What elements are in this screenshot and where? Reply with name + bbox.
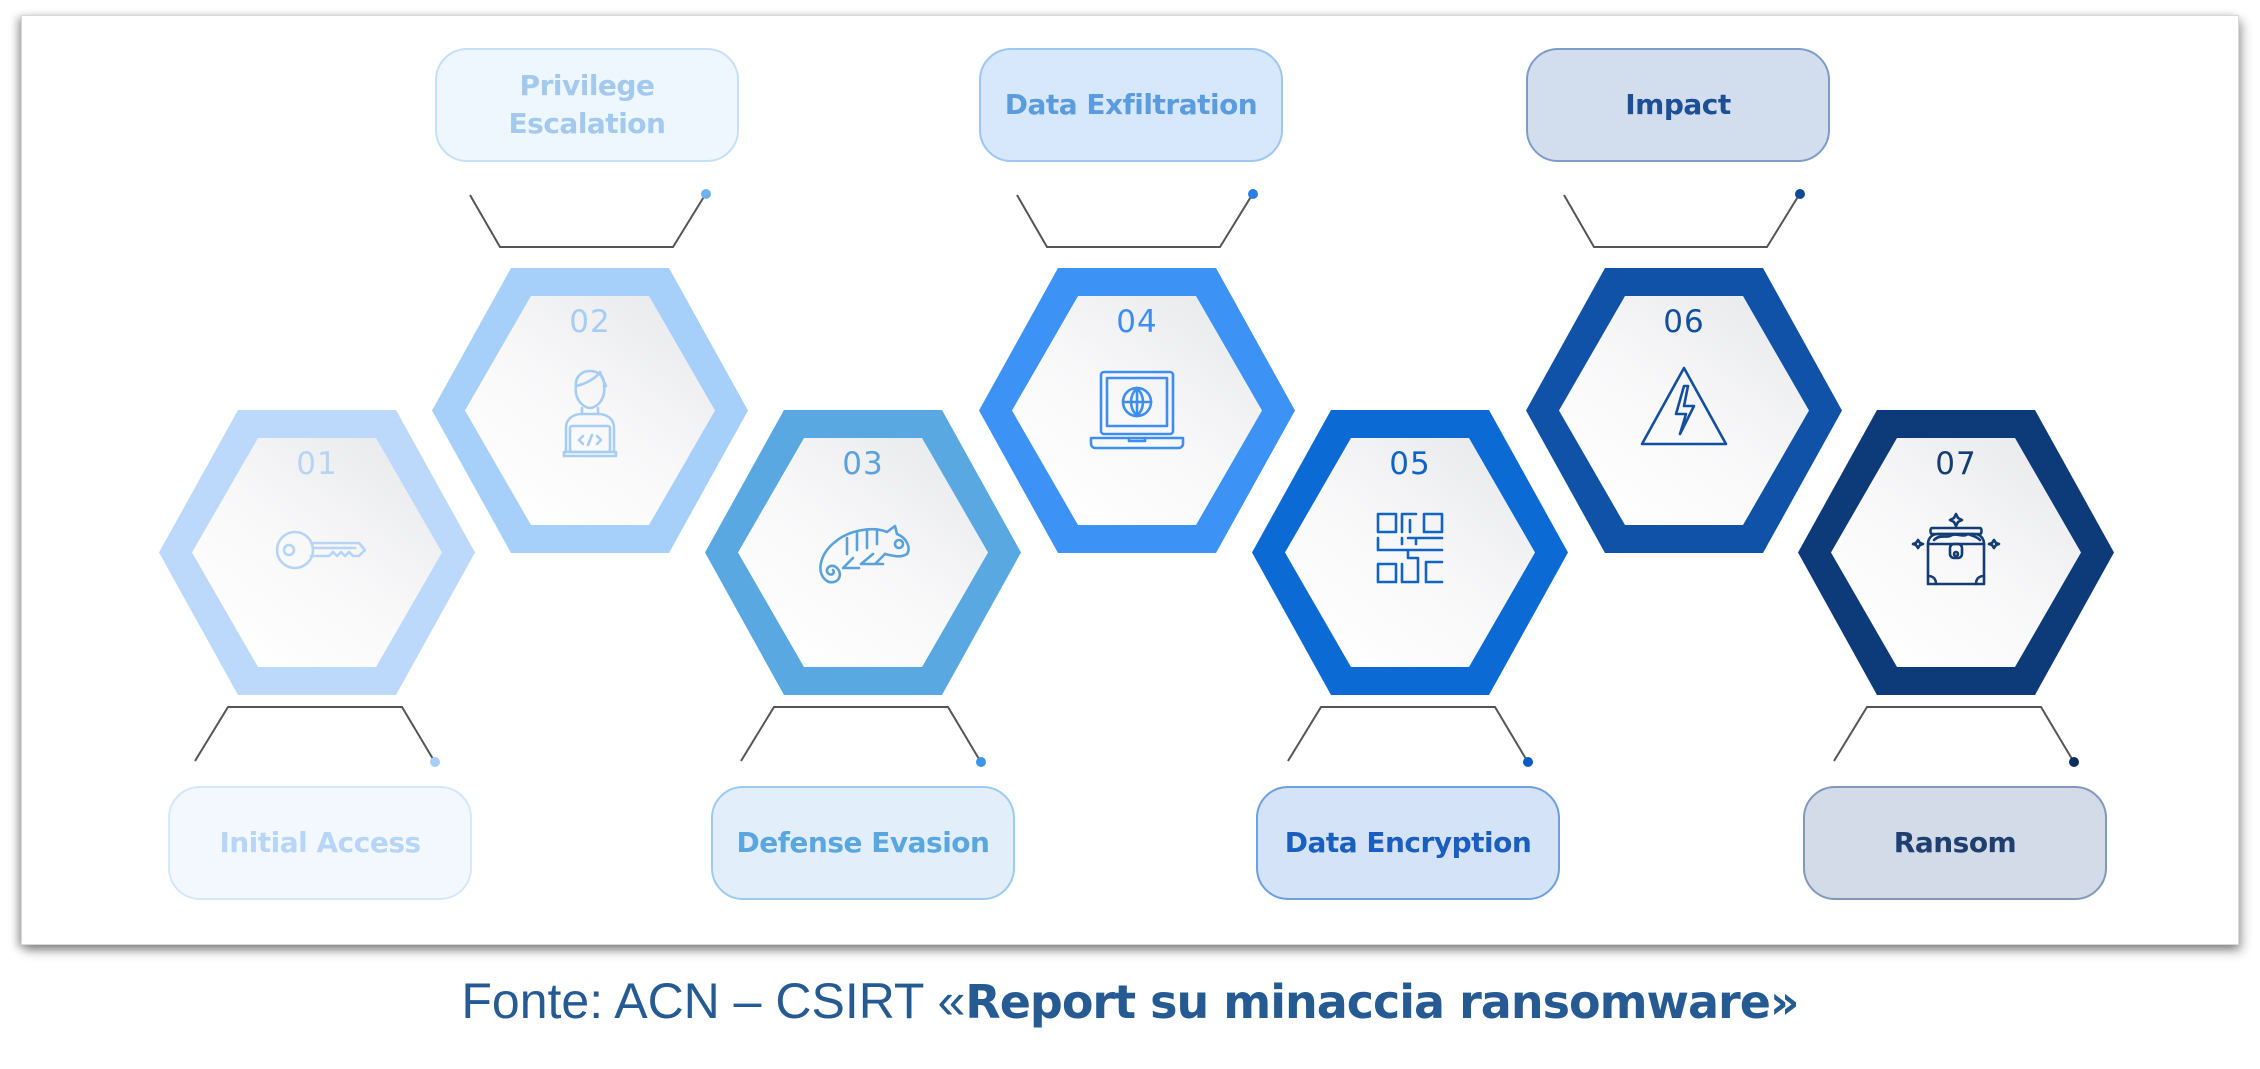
- step-number: 04: [1116, 304, 1158, 340]
- step-hexagon-01: 01: [159, 410, 475, 695]
- connector-dot: [701, 189, 711, 199]
- connector-dot: [2069, 757, 2079, 767]
- step-hexagon-03: 03: [705, 410, 1021, 695]
- connector-line-06: [1563, 189, 1805, 248]
- step-number: 01: [296, 446, 338, 482]
- step-hexagon-07: 07: [1798, 410, 2114, 695]
- hexagon-shape: [159, 410, 475, 695]
- chameleon-icon: [819, 524, 910, 584]
- hexagon-shape: [1526, 268, 1842, 553]
- caption-report-title: Report su minaccia ransomware»: [965, 975, 1799, 1029]
- step-number: 05: [1389, 446, 1431, 482]
- step-label: Data Encryption: [1284, 826, 1532, 859]
- connector-dot: [430, 757, 440, 767]
- source-caption: Fonte: ACN – CSIRT «Report su minaccia r…: [0, 968, 2260, 1035]
- step-number: 07: [1935, 446, 1977, 482]
- step-hexagon-02: 02: [432, 268, 748, 553]
- connector-path: [740, 706, 980, 762]
- step-label-box-03: Defense Evasion: [711, 786, 1015, 900]
- step-number: 06: [1663, 304, 1705, 340]
- caption-prefix: Fonte: ACN – CSIRT «: [461, 973, 966, 1029]
- hexagon-shape: [1252, 410, 1568, 695]
- connector-line-01: [194, 706, 440, 767]
- step-label-box-06: Impact: [1526, 48, 1830, 162]
- step-label: Impact: [1625, 88, 1731, 121]
- high-voltage-icon: [1640, 366, 1728, 446]
- treasure-chest-icon: [1911, 512, 2001, 586]
- step-hexagon-06: 06: [1526, 268, 1842, 553]
- connector-path: [1016, 194, 1253, 248]
- step-number: 03: [842, 446, 884, 482]
- connector-path: [194, 706, 434, 762]
- connector-dot: [1523, 757, 1533, 767]
- step-label: Defense Evasion: [736, 826, 990, 859]
- laptop-globe-icon: [1089, 370, 1185, 450]
- step-number: 02: [569, 304, 611, 340]
- connector-line-04: [1016, 189, 1258, 248]
- connector-path: [1287, 706, 1527, 762]
- connector-path: [469, 194, 706, 248]
- step-label-box-07: Ransom: [1803, 786, 2107, 900]
- connector-dot: [1795, 189, 1805, 199]
- hexagon-shape: [432, 268, 748, 553]
- connector-dot: [1248, 189, 1258, 199]
- step-label: Initial Access: [219, 826, 421, 859]
- key-icon: [275, 530, 367, 570]
- step-label: Privilege Escalation: [508, 69, 666, 140]
- step-label-box-04: Data Exfiltration: [979, 48, 1283, 162]
- connector-line-07: [1833, 706, 2079, 767]
- hexagon-shape: [705, 410, 1021, 695]
- connector-path: [1833, 706, 2073, 762]
- step-hexagon-05: 05: [1252, 410, 1568, 695]
- step-label-box-01: Initial Access: [168, 786, 472, 900]
- qr-code-icon: [1376, 512, 1444, 584]
- step-hexagon-04: 04: [979, 268, 1295, 553]
- step-label-box-05: Data Encryption: [1256, 786, 1560, 900]
- connector-dot: [976, 757, 986, 767]
- connector-line-05: [1287, 706, 1533, 767]
- step-label-box-02: Privilege Escalation: [435, 48, 739, 162]
- connector-line-03: [740, 706, 986, 767]
- connector-path: [1563, 194, 1800, 248]
- connector-line-02: [469, 189, 711, 248]
- step-label: Ransom: [1893, 826, 2017, 859]
- step-label: Data Exfiltration: [1004, 88, 1258, 121]
- hacker-laptop-icon: [562, 369, 618, 458]
